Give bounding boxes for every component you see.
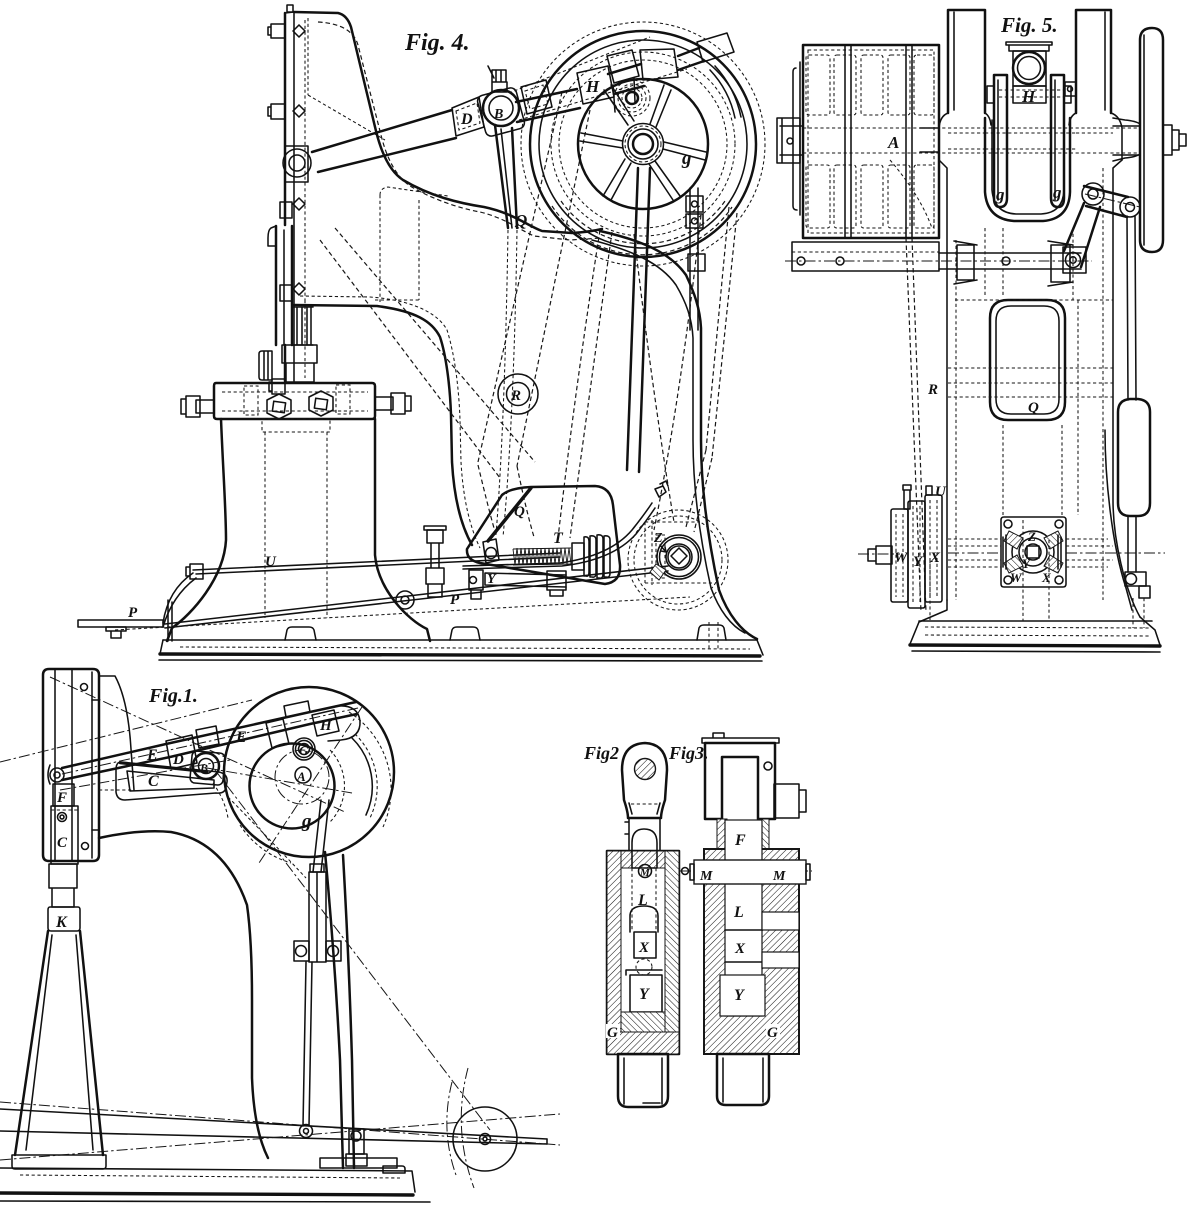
- svg-text:Y: Y: [1022, 556, 1031, 571]
- svg-text:Z: Z: [653, 531, 663, 546]
- svg-text:E: E: [235, 729, 247, 746]
- svg-text:W: W: [894, 550, 909, 566]
- svg-text:W: W: [1010, 570, 1023, 585]
- svg-text:T: T: [553, 530, 564, 547]
- svg-text:g: g: [995, 185, 1005, 204]
- svg-text:M: M: [699, 869, 713, 884]
- svg-text:Z: Z: [1027, 529, 1036, 544]
- svg-text:Y: Y: [487, 572, 497, 587]
- svg-text:M: M: [639, 867, 651, 879]
- svg-text:G: G: [767, 1025, 778, 1041]
- svg-text:Fig3.: Fig3.: [668, 743, 709, 763]
- svg-text:M: M: [772, 869, 786, 884]
- svg-text:C: C: [148, 773, 159, 790]
- svg-text:L: L: [733, 904, 744, 921]
- svg-text:Y: Y: [913, 554, 924, 570]
- svg-text:A: A: [887, 133, 899, 152]
- svg-text:U: U: [265, 554, 277, 570]
- svg-text:P: P: [450, 592, 460, 608]
- svg-text:K: K: [55, 914, 68, 931]
- svg-text:L: L: [637, 892, 648, 909]
- svg-text:E: E: [146, 747, 158, 764]
- svg-text:Y: Y: [639, 986, 650, 1003]
- svg-text:D: D: [172, 752, 184, 768]
- svg-text:G: G: [607, 1025, 618, 1041]
- svg-text:F: F: [56, 790, 67, 806]
- svg-text:Y: Y: [734, 987, 745, 1004]
- svg-text:R: R: [510, 388, 521, 404]
- svg-text:F: F: [734, 832, 746, 849]
- svg-text:C: C: [57, 835, 68, 851]
- svg-text:Q: Q: [515, 211, 527, 230]
- svg-text:B: B: [493, 107, 503, 122]
- svg-text:A: A: [296, 769, 306, 784]
- svg-text:P: P: [128, 605, 138, 621]
- svg-text:X: X: [929, 550, 941, 566]
- svg-text:Fig2: Fig2: [583, 743, 619, 763]
- svg-text:X: X: [1041, 570, 1051, 585]
- svg-text:g: g: [301, 811, 312, 832]
- svg-text:g: g: [1052, 183, 1062, 202]
- svg-text:Fig. 4.: Fig. 4.: [404, 30, 470, 56]
- svg-text:X: X: [734, 941, 746, 957]
- svg-text:B: B: [199, 761, 208, 775]
- svg-text:U: U: [935, 484, 947, 500]
- svg-text:g: g: [681, 148, 692, 169]
- svg-text:Q: Q: [1028, 400, 1039, 416]
- svg-text:H: H: [585, 77, 600, 96]
- svg-text:Q: Q: [514, 504, 525, 520]
- svg-text:X: X: [638, 940, 650, 956]
- svg-text:Fig.1.: Fig.1.: [148, 685, 198, 707]
- svg-text:R: R: [927, 382, 938, 398]
- svg-text:Fig. 5.: Fig. 5.: [1000, 13, 1058, 37]
- svg-text:D: D: [460, 111, 473, 128]
